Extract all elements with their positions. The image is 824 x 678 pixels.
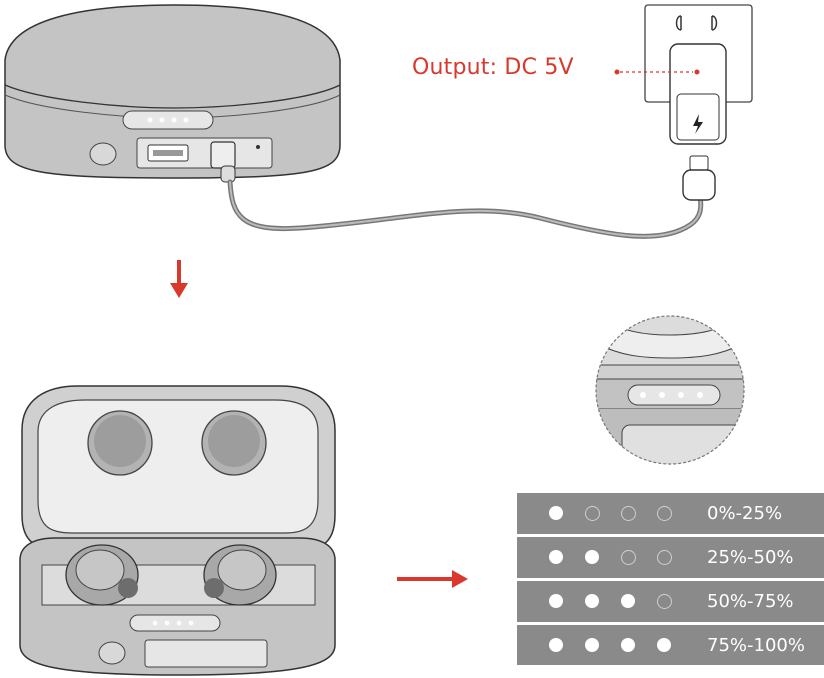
indicator-dot bbox=[549, 638, 563, 652]
indicator-dot bbox=[549, 594, 563, 608]
battery-row: 0%-25% bbox=[517, 493, 824, 533]
wall-adapter bbox=[645, 5, 752, 200]
indicator-dot bbox=[549, 506, 563, 520]
battery-range-label: 75%-100% bbox=[707, 635, 805, 656]
indicator-dot bbox=[585, 594, 599, 608]
battery-row: 50%-75% bbox=[517, 581, 824, 621]
battery-row: 75%-100% bbox=[517, 625, 824, 665]
right-arrow-icon bbox=[397, 570, 468, 588]
indicator-dot bbox=[657, 550, 672, 565]
down-arrow-icon bbox=[170, 260, 188, 298]
battery-range-label: 25%-50% bbox=[707, 547, 794, 568]
open-charging-case bbox=[20, 386, 335, 675]
indicator-dot bbox=[585, 506, 600, 521]
indicator-dot bbox=[657, 638, 671, 652]
closed-charging-case bbox=[5, 5, 340, 182]
battery-range-label: 0%-25% bbox=[707, 503, 782, 524]
indicator-dot bbox=[657, 594, 672, 609]
indicator-dot bbox=[657, 506, 672, 521]
indicator-dot bbox=[621, 594, 635, 608]
indicator-zoom-circle bbox=[590, 310, 762, 470]
battery-row: 25%-50% bbox=[517, 537, 824, 577]
indicator-dot bbox=[549, 550, 563, 564]
indicator-dot bbox=[585, 550, 599, 564]
indicator-dot bbox=[621, 550, 636, 565]
indicator-dot bbox=[621, 506, 636, 521]
case-button bbox=[90, 143, 116, 165]
battery-level-table: 0%-25% 25%-50% 50%-75% 75%-100% bbox=[517, 493, 824, 665]
output-voltage-label: Output: DC 5V bbox=[412, 55, 574, 80]
indicator-dot bbox=[621, 638, 635, 652]
battery-range-label: 50%-75% bbox=[707, 591, 794, 612]
indicator-dot bbox=[585, 638, 599, 652]
